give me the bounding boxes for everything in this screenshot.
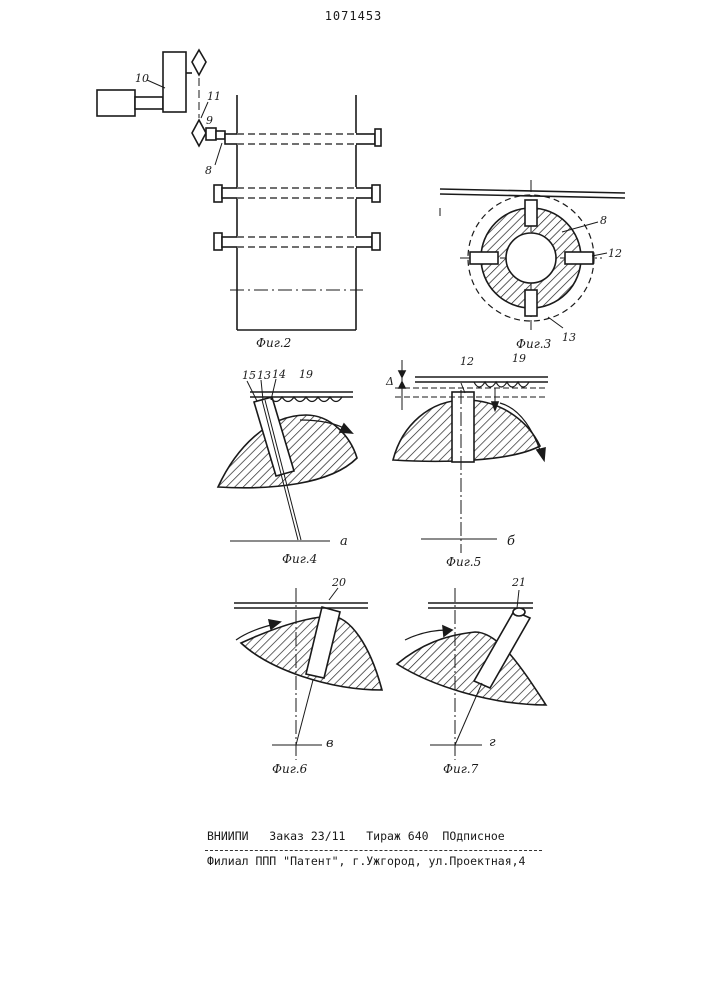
fig4-label-14: 14 xyxy=(272,368,286,381)
figure-6 xyxy=(234,588,382,760)
fig5-label-12: 12 xyxy=(460,355,474,368)
figure-4 xyxy=(218,379,357,541)
footer-divider xyxy=(205,850,542,851)
fig7-caption: Фиг.7 xyxy=(443,762,479,776)
figure-7 xyxy=(397,588,546,760)
fig6-letter: в xyxy=(326,736,334,751)
fig5-caption: Фиг.5 xyxy=(446,555,481,569)
fig3-caption: Фиг.3 xyxy=(516,337,552,351)
fig4-label-13: 13 xyxy=(257,369,271,382)
fig2-label-10: 10 xyxy=(135,72,149,85)
fig3-label-8: 8 xyxy=(600,214,607,227)
fig4-label-15: 15 xyxy=(242,369,256,382)
fig5-letter: б xyxy=(507,534,515,549)
fig2-label-9: 9 xyxy=(206,114,213,127)
fig4-letter: а xyxy=(340,534,348,549)
fig7-label-21: 21 xyxy=(511,576,526,589)
footer-order-line: ВНИИПИ Заказ 23/11 Тираж 640 ПОдписное xyxy=(207,829,505,843)
fig3-label-13: 13 xyxy=(562,331,576,344)
footer-address-line: Филиал ППП "Патент", г.Ужгород, ул.Проек… xyxy=(207,854,526,868)
fig5-label-delta: Δ xyxy=(385,375,394,388)
fig7-letter: г xyxy=(489,735,496,750)
fig3-label-12: 12 xyxy=(608,247,622,260)
fig6-caption: Фиг.6 xyxy=(272,762,308,776)
fig2-caption: Фиг.2 xyxy=(256,336,291,350)
figure-5 xyxy=(393,360,548,553)
fig5-label-19: 19 xyxy=(512,352,526,365)
fig2-label-11: 11 xyxy=(207,90,221,103)
fig2-label-8: 8 xyxy=(205,164,212,177)
fig4-caption: Фиг.4 xyxy=(282,552,317,566)
fig6-label-20: 20 xyxy=(331,576,346,589)
figure-2 xyxy=(97,50,381,330)
figure-3 xyxy=(440,180,625,330)
fig4-label-19: 19 xyxy=(299,368,313,381)
